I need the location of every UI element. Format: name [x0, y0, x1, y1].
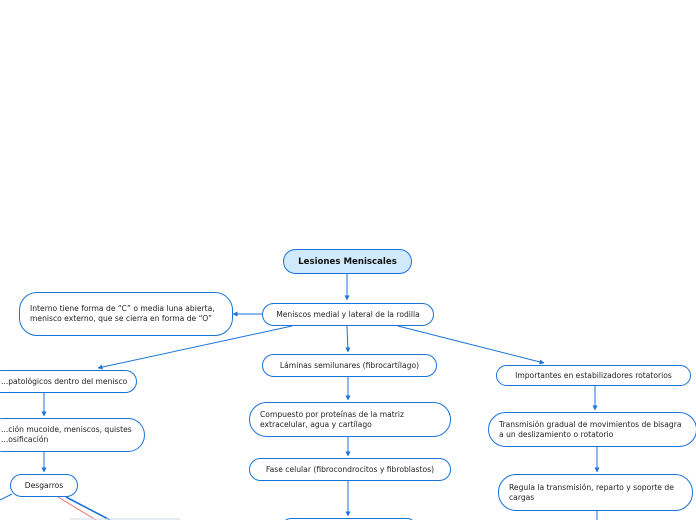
node-laminas[interactable]: Láminas semilunares (fibrocartílago) — [262, 354, 437, 377]
node-interno[interactable]: Interno tiene forma de “C” o media luna … — [19, 292, 233, 336]
node-meniscos[interactable]: Meniscos medial y lateral de la rodilla — [262, 303, 434, 326]
node-fase[interactable]: Fase celular (fibrocondrocitos y fibrobl… — [249, 458, 451, 481]
connector-meniscos-importantes — [397, 325, 545, 365]
node-regula[interactable]: Regula la transmisión, reparto y soporte… — [498, 474, 693, 511]
node-patologicos[interactable]: ...patológicos dentro del menisco — [0, 370, 137, 393]
connector-meniscos-laminas — [345, 325, 351, 353]
connector-desgarros-right — [65, 496, 111, 520]
connector-desgarros-left — [0, 493, 13, 501]
node-degeneracion[interactable]: ...ción mucoide, meniscos, quistes ...os… — [0, 418, 145, 452]
node-desgarros[interactable]: Desgarros — [10, 474, 78, 497]
node-transmision[interactable]: Transmisión gradual de movimientos de bi… — [488, 412, 696, 447]
root-node[interactable]: Lesiones Meniscales — [283, 249, 412, 274]
node-importantes[interactable]: Importantes en estabilizadores rotatorio… — [496, 365, 691, 386]
connector-meniscos-patologicos — [97, 325, 293, 370]
connector-desgarros-accent — [57, 496, 97, 520]
node-compuesto[interactable]: Compuesto por proteínas de la matriz ext… — [249, 402, 451, 437]
